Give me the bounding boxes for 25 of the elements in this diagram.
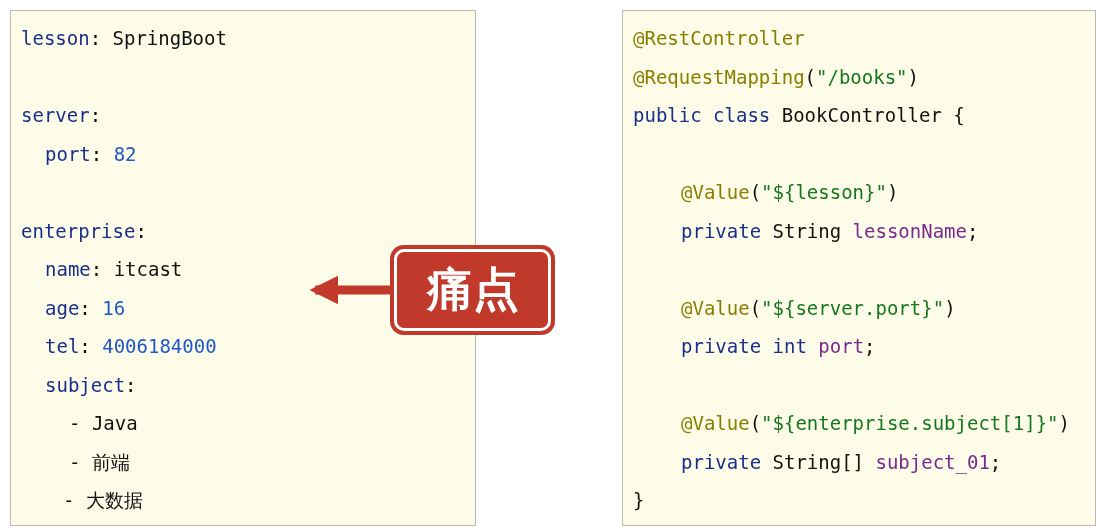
code-line: private int port; [681,334,876,358]
code-line: public class BookController { [633,103,965,127]
code-line: enterprise: [21,218,147,243]
code-line: @RestController [633,26,805,50]
code-line: - Java [69,411,138,435]
code-panel [10,10,476,526]
code-line: lesson: SpringBoot [21,26,227,50]
code-line: tel: 4006184000 [45,334,217,358]
code-line: subject: [45,372,137,397]
code-line: private String[] subject_01; [681,449,1002,474]
code-panel [622,10,1096,526]
code-line: port: 82 [45,141,137,166]
code-line: name: itcast [45,257,183,281]
code-line: - 前端 [69,449,130,474]
code-line: @Value("${lesson}") [681,180,899,204]
code-line: @RequestMapping("/books") [633,64,919,89]
code-line: @Value("${server.port}") [681,295,956,320]
code-line: age: 16 [45,295,126,320]
code-line: private String lessonName; [681,218,979,243]
callout-box: 痛点 [390,245,555,335]
code-line: - 大数据 [63,488,143,512]
arrow [309,275,390,305]
code-line: server: [21,103,102,127]
code-line: @Value("${enterprise.subject[1]}") [681,411,1070,435]
code-line: } [633,488,645,512]
